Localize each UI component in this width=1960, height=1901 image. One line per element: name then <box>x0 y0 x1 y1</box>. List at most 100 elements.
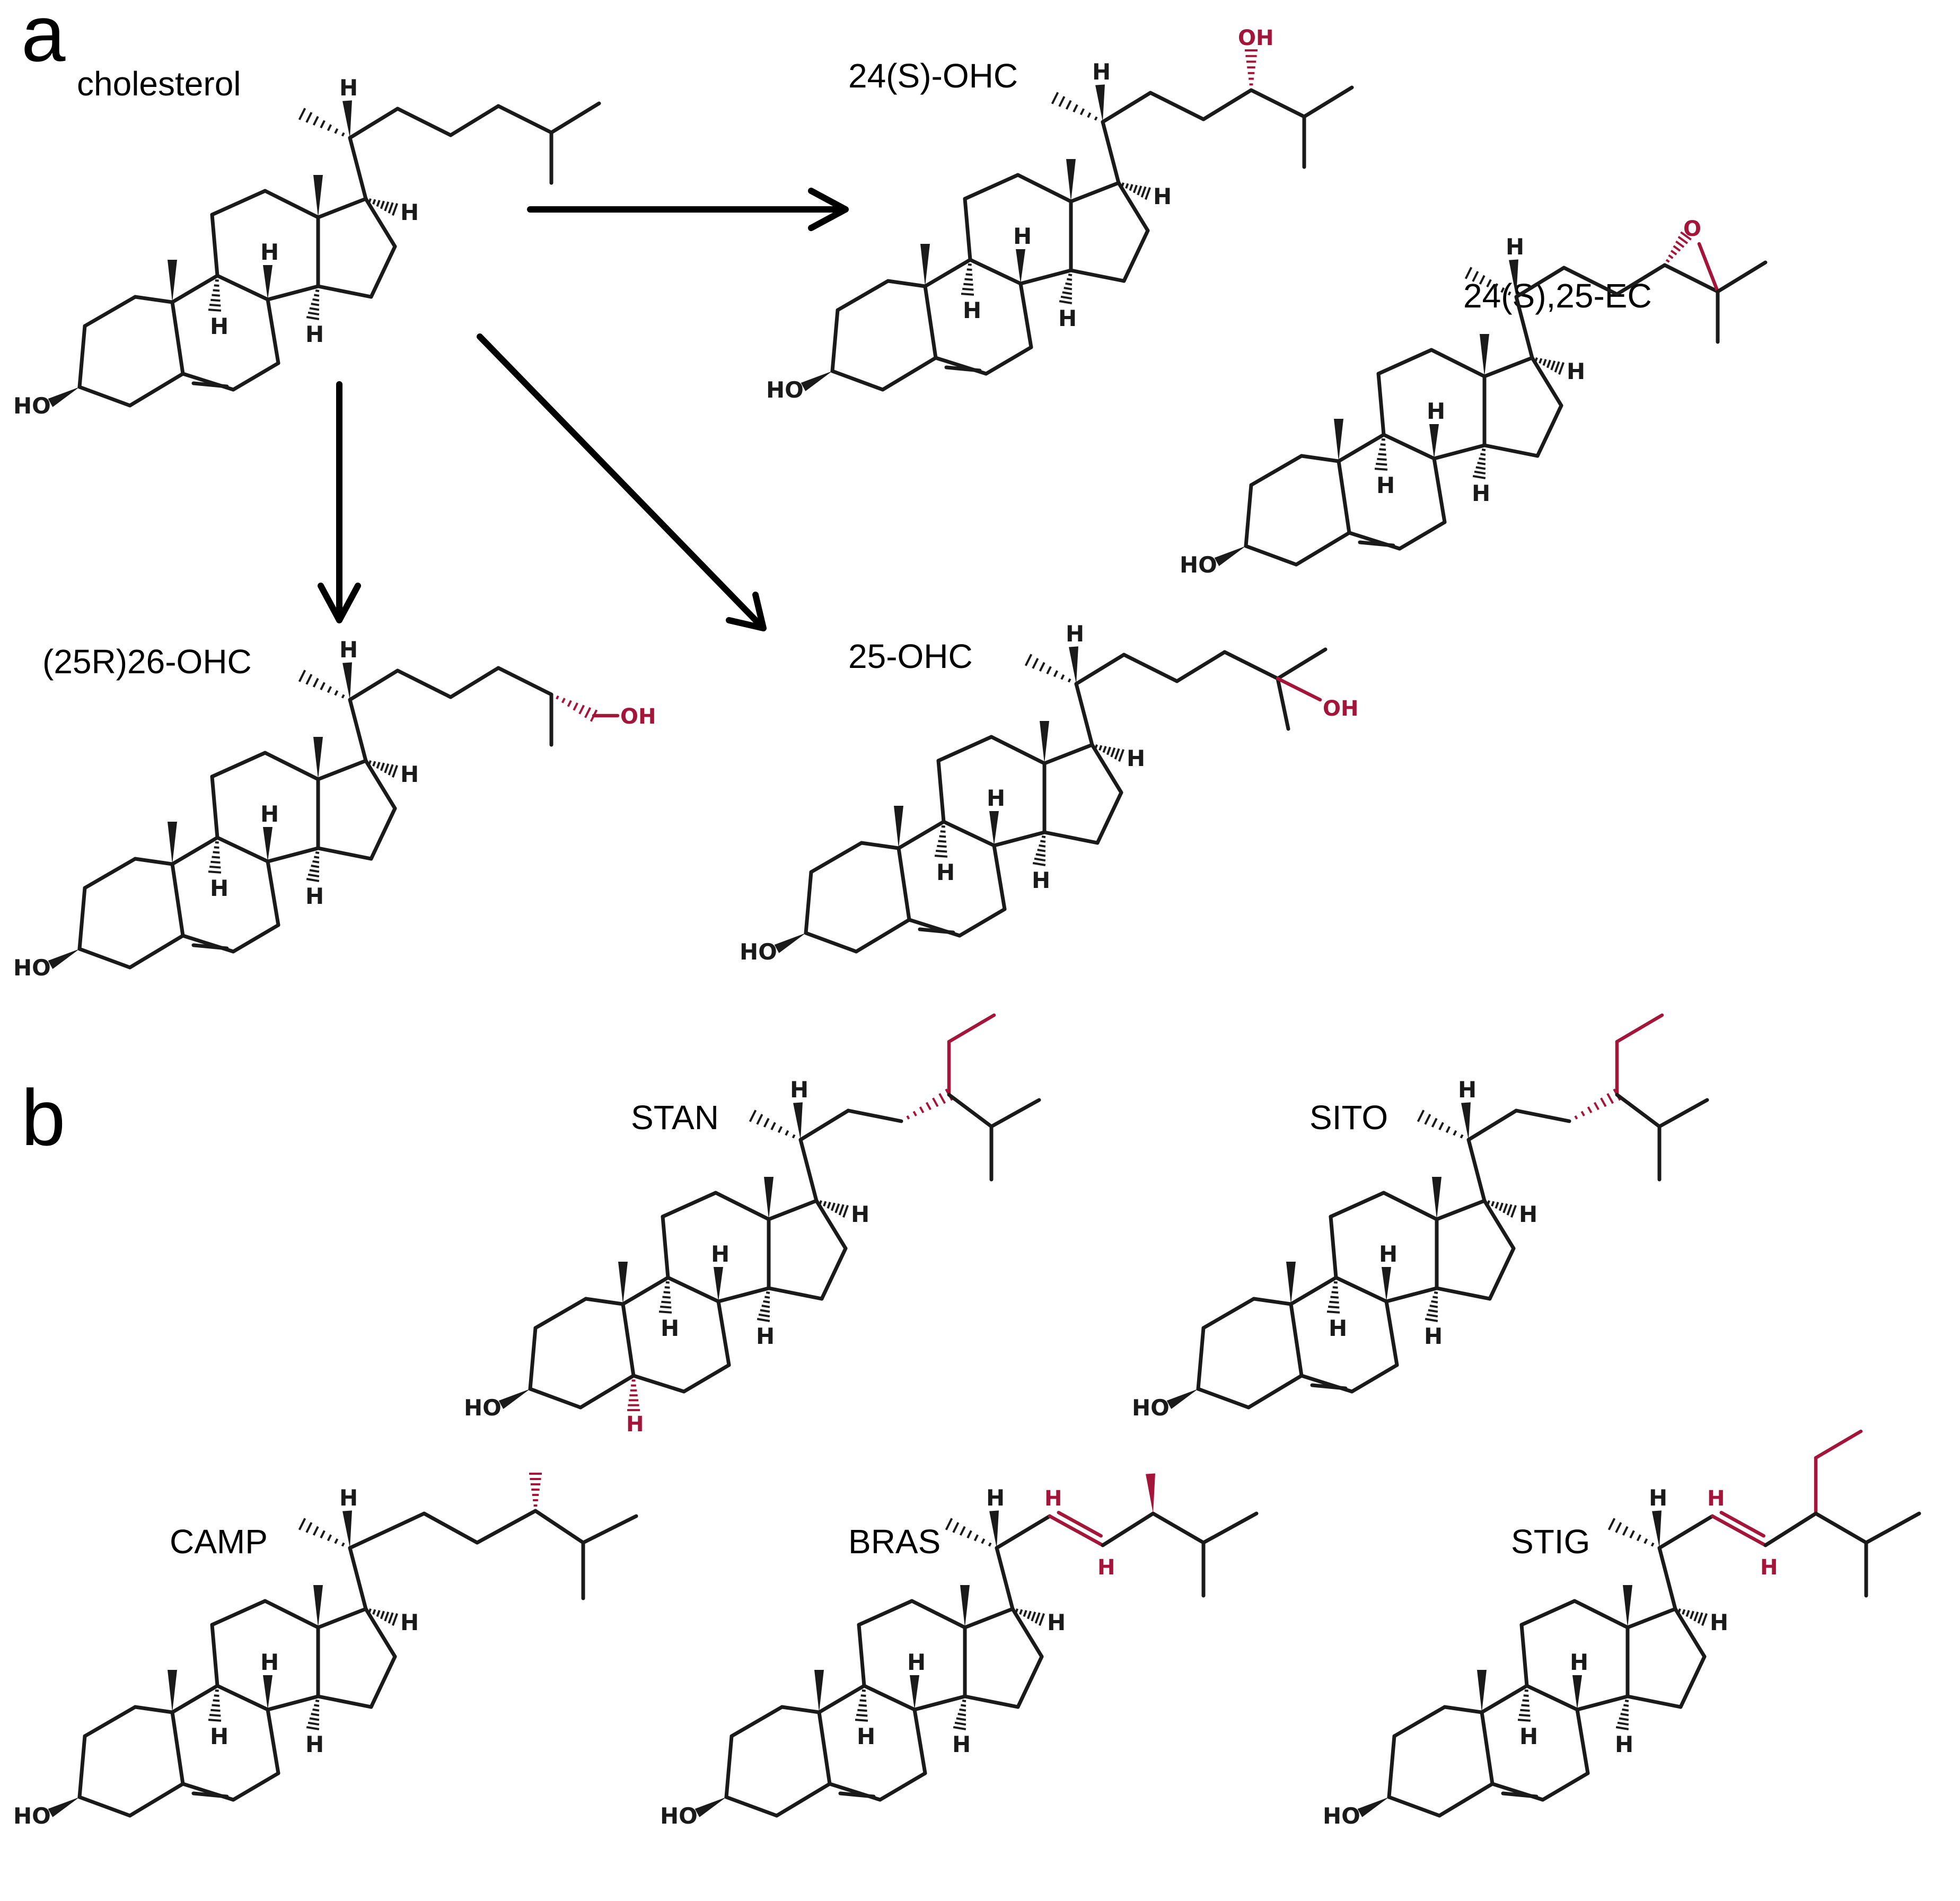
h17-label: H <box>400 761 419 787</box>
h17-hash <box>1487 1200 1517 1218</box>
ring-bond <box>1018 281 1033 349</box>
c19-methyl-wedge <box>168 260 177 302</box>
ring-bond <box>263 1599 320 1630</box>
hash-stroke <box>1067 678 1071 683</box>
ring-bond <box>854 918 911 954</box>
hash-stroke <box>957 1713 966 1717</box>
side-chain-bond <box>1763 1511 1818 1547</box>
c24-ethyl-hash <box>1574 1088 1621 1120</box>
hash-stroke <box>384 201 390 212</box>
hash-stroke <box>1593 1102 1599 1111</box>
hash-stroke <box>314 1704 320 1707</box>
hash-stroke <box>860 1694 866 1697</box>
hash-stroke <box>1622 1708 1629 1712</box>
hash-stroke <box>376 761 381 769</box>
hash-stroke <box>392 203 398 216</box>
hash-stroke <box>963 283 973 286</box>
hash-stroke <box>392 765 398 778</box>
hash-stroke <box>327 686 332 693</box>
ring-bond <box>907 918 962 938</box>
ring-bond <box>316 846 373 861</box>
h9-label: H <box>1519 1723 1538 1749</box>
hash-stroke <box>320 120 326 129</box>
hash-stroke <box>388 202 394 214</box>
hash-stroke <box>1636 1534 1642 1542</box>
hash-stroke <box>1554 361 1560 373</box>
hash-stroke <box>1333 1281 1338 1284</box>
hash-stroke <box>1534 357 1538 362</box>
side-chain-bond <box>798 1108 850 1142</box>
ring-bond <box>1429 348 1487 379</box>
ring-bond <box>963 197 972 262</box>
h8-wedge <box>1016 249 1025 284</box>
c19-methyl-wedge <box>1477 1670 1487 1712</box>
hash-stroke <box>334 128 339 134</box>
ring-bond <box>1069 181 1121 204</box>
h17-label: H <box>1153 183 1172 209</box>
ring-bond <box>1432 456 1447 524</box>
hash-stroke <box>660 1305 672 1309</box>
ring-bond <box>984 345 1033 376</box>
ring-bond <box>661 1191 718 1219</box>
h9-hash <box>1326 1281 1340 1314</box>
c3-oh-wedge <box>774 933 806 953</box>
side-chain-bond <box>1122 653 1179 683</box>
ring-bond <box>128 372 185 408</box>
h17-label: H <box>1567 358 1585 384</box>
h20-wedge <box>989 1510 999 1548</box>
c19-methyl-wedge <box>168 1670 177 1712</box>
hash-stroke <box>1472 271 1479 282</box>
ring-bond <box>1435 1286 1492 1301</box>
hash-stroke <box>208 870 222 874</box>
ring-bond <box>1530 356 1563 408</box>
h20-label: H <box>1506 234 1524 260</box>
side-chain-bond <box>1814 1511 1868 1545</box>
ring-bond <box>857 1599 914 1627</box>
ring-bond <box>210 775 219 840</box>
ring-bond <box>1329 1214 1338 1280</box>
ring-bond <box>1347 531 1402 551</box>
c21-hash <box>298 670 345 699</box>
side-chain-bond <box>1151 1511 1206 1545</box>
hash-stroke <box>573 702 578 711</box>
hash-stroke <box>939 835 946 838</box>
ring-bond <box>1535 403 1563 458</box>
hash-stroke <box>1377 457 1387 461</box>
hash-stroke <box>770 1122 776 1131</box>
c26-hash <box>556 695 598 722</box>
hash-stroke <box>1037 849 1046 852</box>
ring-bond <box>1289 1275 1338 1306</box>
hash-stroke <box>309 1717 320 1721</box>
ring-bond <box>1673 1607 1707 1659</box>
epoxide-o-label: O <box>1683 217 1701 241</box>
hash-stroke <box>209 303 221 307</box>
side-chain-bond <box>1101 91 1153 124</box>
hash-stroke <box>1480 453 1486 456</box>
ring-bond <box>170 862 185 938</box>
hash-stroke <box>763 1117 770 1128</box>
ring-bond <box>724 1734 734 1799</box>
c19-methyl-wedge <box>920 244 930 286</box>
c19-methyl-wedge <box>1286 1262 1296 1304</box>
hash-stroke <box>1381 438 1385 441</box>
hash-stroke <box>1040 840 1046 843</box>
epoxide-hash <box>1665 231 1692 263</box>
h20-label: H <box>986 1485 1005 1511</box>
ring-bond <box>621 1275 670 1306</box>
hash-stroke <box>945 1518 953 1530</box>
hash-stroke <box>1378 453 1386 456</box>
hash-stroke <box>1607 1518 1616 1530</box>
hash-stroke <box>1580 1111 1585 1116</box>
ring-bond <box>859 841 901 850</box>
ring-bond <box>862 1684 917 1712</box>
hash-stroke <box>334 1538 339 1544</box>
hash-stroke <box>1073 104 1078 113</box>
ring-bond <box>1122 228 1150 283</box>
h8-wedge <box>263 1675 273 1710</box>
hash-stroke <box>964 278 973 281</box>
h20-wedge <box>342 100 352 138</box>
hash-stroke <box>662 1296 671 1299</box>
